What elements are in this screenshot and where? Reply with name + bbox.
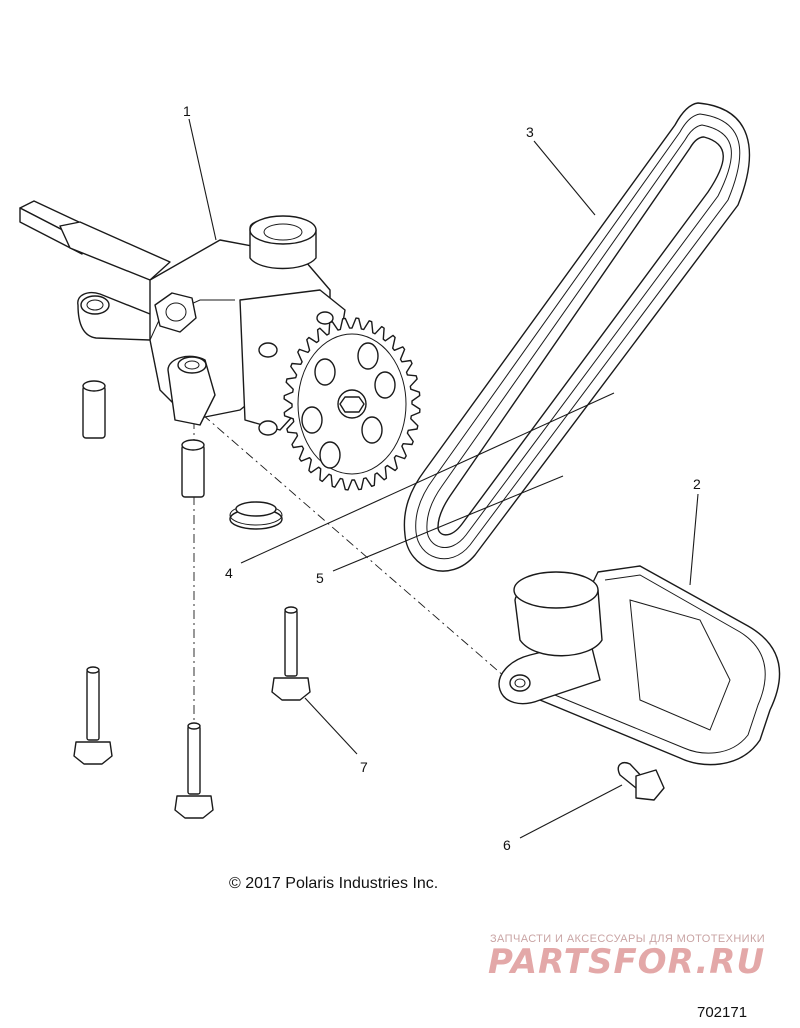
oil-pump-assembly — [19, 200, 346, 436]
pump-sprocket — [283, 317, 421, 491]
leader-lines — [188, 118, 699, 839]
callout-numbers: 1 2 3 4 5 6 7 — [183, 103, 701, 853]
flange-bolt-center — [174, 722, 214, 819]
watermark-logo: PARTSFOR.RU — [488, 942, 766, 982]
flange-bolt-7 — [271, 606, 311, 701]
dowel-pin-lower — [181, 439, 205, 498]
drive-belt — [403, 102, 751, 572]
copyright-notice: © 2017 Polaris Industries Inc. — [229, 875, 439, 892]
callout-3: 3 — [526, 124, 534, 140]
dowel-pin-upper — [82, 380, 106, 439]
callout-2: 2 — [693, 476, 701, 492]
callout-1: 1 — [183, 103, 191, 119]
watermark-tagline: ЗАПЧАСТИ И АКСЕССУАРЫ ДЛЯ МОТОТЕХНИКИ — [490, 933, 766, 945]
callout-7: 7 — [360, 759, 368, 775]
oil-pickup-screen — [498, 565, 781, 766]
flange-bolt-6 — [617, 761, 665, 801]
callout-5: 5 — [316, 570, 324, 586]
figure-id: 702171 — [697, 1004, 748, 1021]
callout-4: 4 — [225, 565, 233, 581]
alignment-lines — [193, 414, 521, 745]
flange-bolt-left — [73, 666, 113, 765]
o-ring-seals — [229, 501, 283, 530]
callout-6: 6 — [503, 837, 511, 853]
